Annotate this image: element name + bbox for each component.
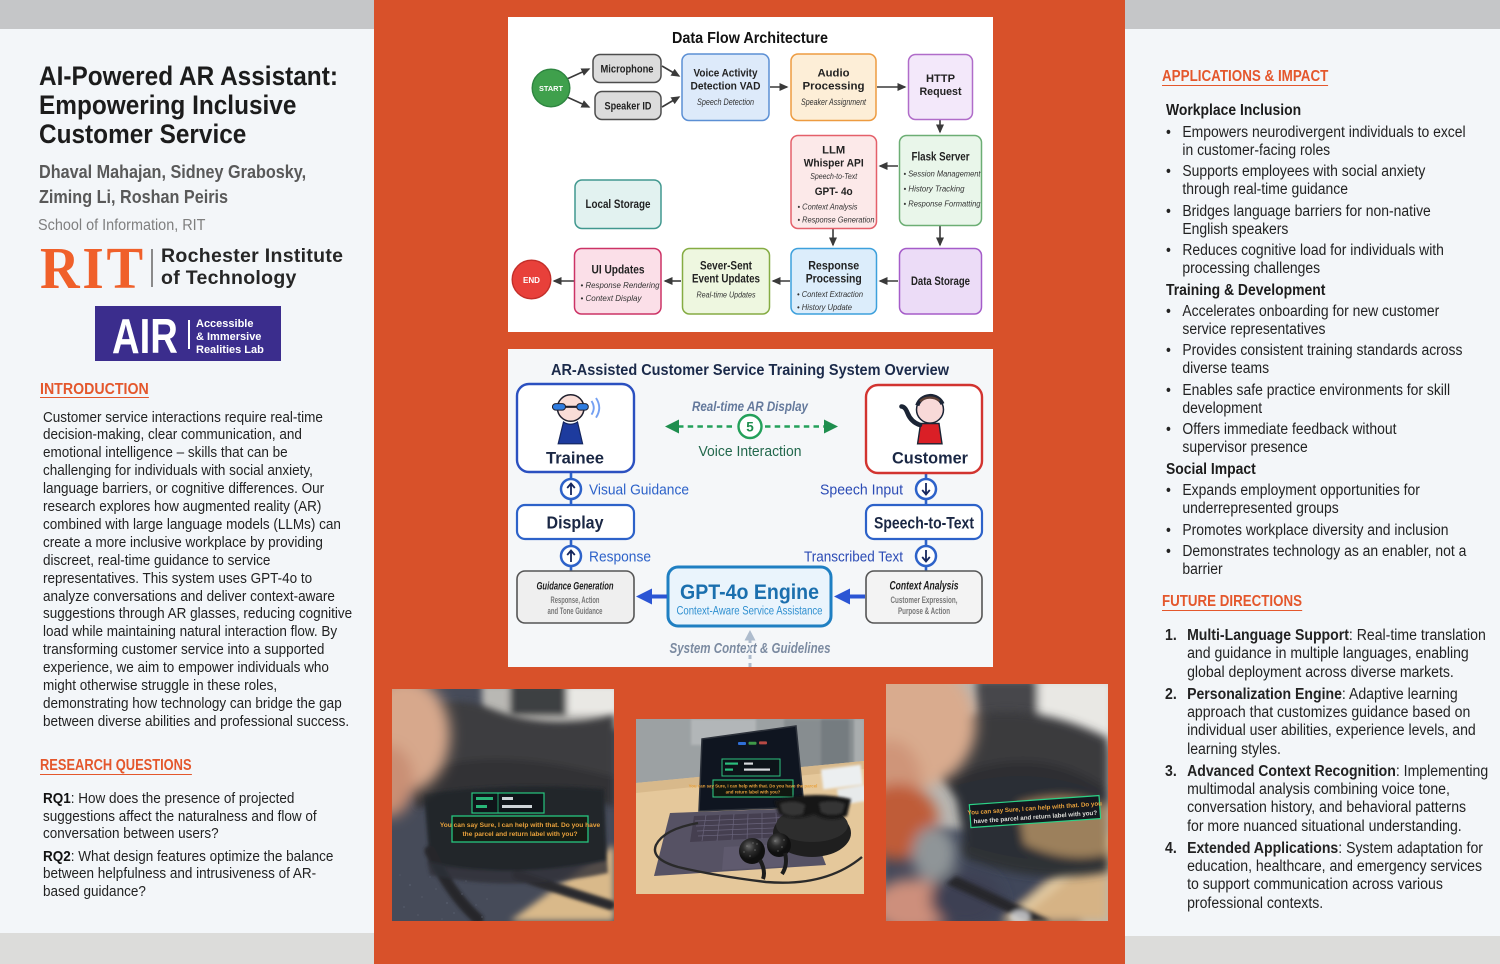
svg-text:• Session Management: • Session Management [904,170,982,179]
svg-text:Real-time AR Display: Real-time AR Display [692,399,809,414]
svg-text:Visual Guidance: Visual Guidance [589,482,689,499]
svg-text:Real-time Updates: Real-time Updates [697,290,757,300]
svg-text:Detection VAD: Detection VAD [691,81,761,93]
svg-text:• History Tracking: • History Tracking [904,185,965,194]
svg-text:Customer: Customer [892,449,968,468]
svg-text:• Context Analysis: • Context Analysis [798,202,859,212]
svg-text:Voice Activity: Voice Activity [694,68,759,80]
svg-text:and Tone Guidance: and Tone Guidance [548,606,603,616]
svg-text:Processing: Processing [806,274,862,286]
svg-text:Speech-to-Text: Speech-to-Text [874,515,974,533]
svg-text:Processing: Processing [803,81,865,93]
svg-text:Flask Server: Flask Server [912,152,970,164]
svg-text:Speaker Assignment: Speaker Assignment [801,97,866,107]
svg-text:Event Updates: Event Updates [692,274,760,286]
svg-text:END: END [523,276,540,285]
svg-text:GPT-4o Engine: GPT-4o Engine [680,581,819,604]
svg-text:Local Storage: Local Storage [586,199,651,211]
svg-text:Speech Detection: Speech Detection [697,97,754,107]
svg-text:5: 5 [746,420,754,435]
svg-text:AR-Assisted Customer Service T: AR-Assisted Customer Service Training Sy… [551,362,950,379]
svg-text:and return label with you?: and return label with you? [726,790,781,795]
svg-text:Speech Input: Speech Input [820,482,904,499]
svg-text:HTTP: HTTP [926,73,955,85]
svg-text:You can say Sure, I can help w: You can say Sure, I can help with that. … [689,784,818,789]
svg-text:Audio: Audio [818,68,850,80]
svg-text:You can say Sure, I can help w: You can say Sure, I can help with that. … [440,822,601,829]
svg-text:• Context Extraction: • Context Extraction [797,290,863,299]
svg-text:Display: Display [547,513,604,533]
svg-text:Customer Expression,: Customer Expression, [891,595,958,605]
svg-text:• Response Rendering: • Response Rendering [581,281,660,290]
svg-text:Data Storage: Data Storage [911,276,970,288]
svg-text:Speech-to-Text: Speech-to-Text [810,171,858,181]
svg-text:Voice Interaction: Voice Interaction [699,443,802,460]
svg-text:Microphone: Microphone [601,64,654,76]
svg-text:UI Updates: UI Updates [592,265,645,277]
svg-text:Data Flow Architecture: Data Flow Architecture [672,30,828,47]
svg-text:Response: Response [808,261,859,273]
svg-text:• Response Formatting: • Response Formatting [904,200,981,209]
svg-text:Request: Request [920,86,962,98]
svg-text:Trainee: Trainee [546,449,604,468]
svg-text:• History Update: • History Update [797,303,852,312]
svg-text:Speaker ID: Speaker ID [605,101,652,113]
svg-text:START: START [539,84,563,93]
svg-text:• Response Generation: • Response Generation [798,215,875,225]
svg-text:Purpose & Action: Purpose & Action [898,606,950,616]
svg-text:Context-Aware Service Assistan: Context-Aware Service Assistance [677,606,823,618]
svg-text:Context Analysis: Context Analysis [890,581,959,593]
svg-text:LLM: LLM [822,145,845,157]
svg-text:Response, Action: Response, Action [551,595,600,605]
svg-text:the parcel and return label wi: the parcel and return label with you? [462,831,577,838]
svg-text:Transcribed Text: Transcribed Text [804,549,904,566]
svg-text:Response: Response [589,549,651,566]
svg-text:Guidance Generation: Guidance Generation [537,581,614,593]
svg-text:GPT- 4o: GPT- 4o [815,186,853,198]
svg-text:Sever-Sent: Sever-Sent [700,261,752,273]
svg-text:• Context Display: • Context Display [581,294,643,303]
svg-text:Whisper API: Whisper API [804,158,864,170]
